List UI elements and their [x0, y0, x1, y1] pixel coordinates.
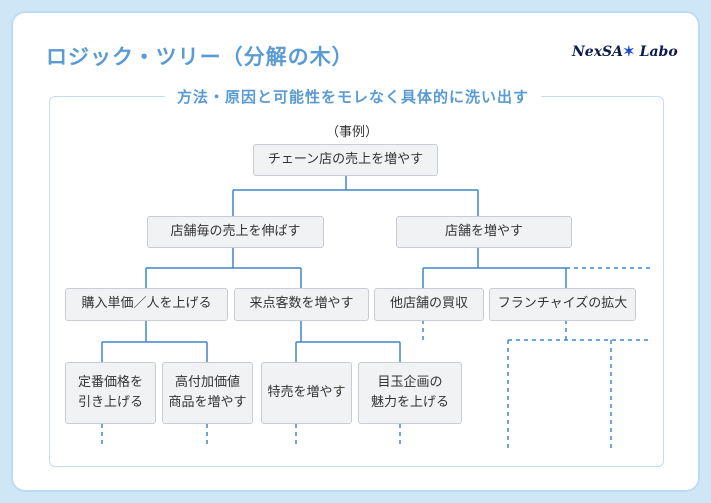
- slide-title: ロジック・ツリー（分解の木）: [46, 45, 354, 69]
- tree-node-increase-stores: 店舗を増やす: [396, 216, 572, 248]
- tree-node-unit-price: 購入単価／人を上げる: [65, 288, 228, 321]
- brand-suffix: Labo: [634, 44, 678, 60]
- example-label: （事例）: [326, 125, 379, 140]
- leaf-line: 商品を増やす: [168, 395, 247, 410]
- star-icon: ✶: [623, 44, 635, 60]
- brand-logo: NexSA✶ Labo: [572, 44, 678, 60]
- leaf-line: 引き上げる: [77, 395, 143, 410]
- brand-name: NexSA: [572, 44, 624, 60]
- diagram-subtitle: 方法・原因と可能性をモレなく具体的に洗い出す: [165, 86, 542, 107]
- tree-node-franchise: フランチャイズの拡大: [489, 288, 636, 321]
- tree-node-per-store-sales: 店舗毎の売上を伸ばす: [147, 216, 324, 248]
- tree-leaf-raise-price: 定番価格を 引き上げる: [65, 362, 156, 424]
- tree-leaf-premium-products: 高付加価値 商品を増やす: [162, 362, 253, 424]
- tree-leaf-featured-events: 目玉企画の 魅力を上げる: [358, 362, 462, 424]
- leaf-line: 目玉企画の: [377, 374, 443, 390]
- leaf-line: 魅力を上げる: [370, 395, 449, 410]
- tree-node-customer-count: 来点客数を増やす: [234, 288, 369, 321]
- leaf-line: 定番価格を: [77, 374, 143, 390]
- tree-root-node: チェーン店の売上を増やす: [253, 144, 438, 176]
- tree-node-acquisition: 他店舗の買収: [374, 288, 484, 321]
- tree-leaf-more-sales: 特売を増やす: [261, 362, 352, 424]
- leaf-line: 高付加価値: [174, 374, 240, 390]
- leaf-line: 特売を増やす: [267, 384, 346, 400]
